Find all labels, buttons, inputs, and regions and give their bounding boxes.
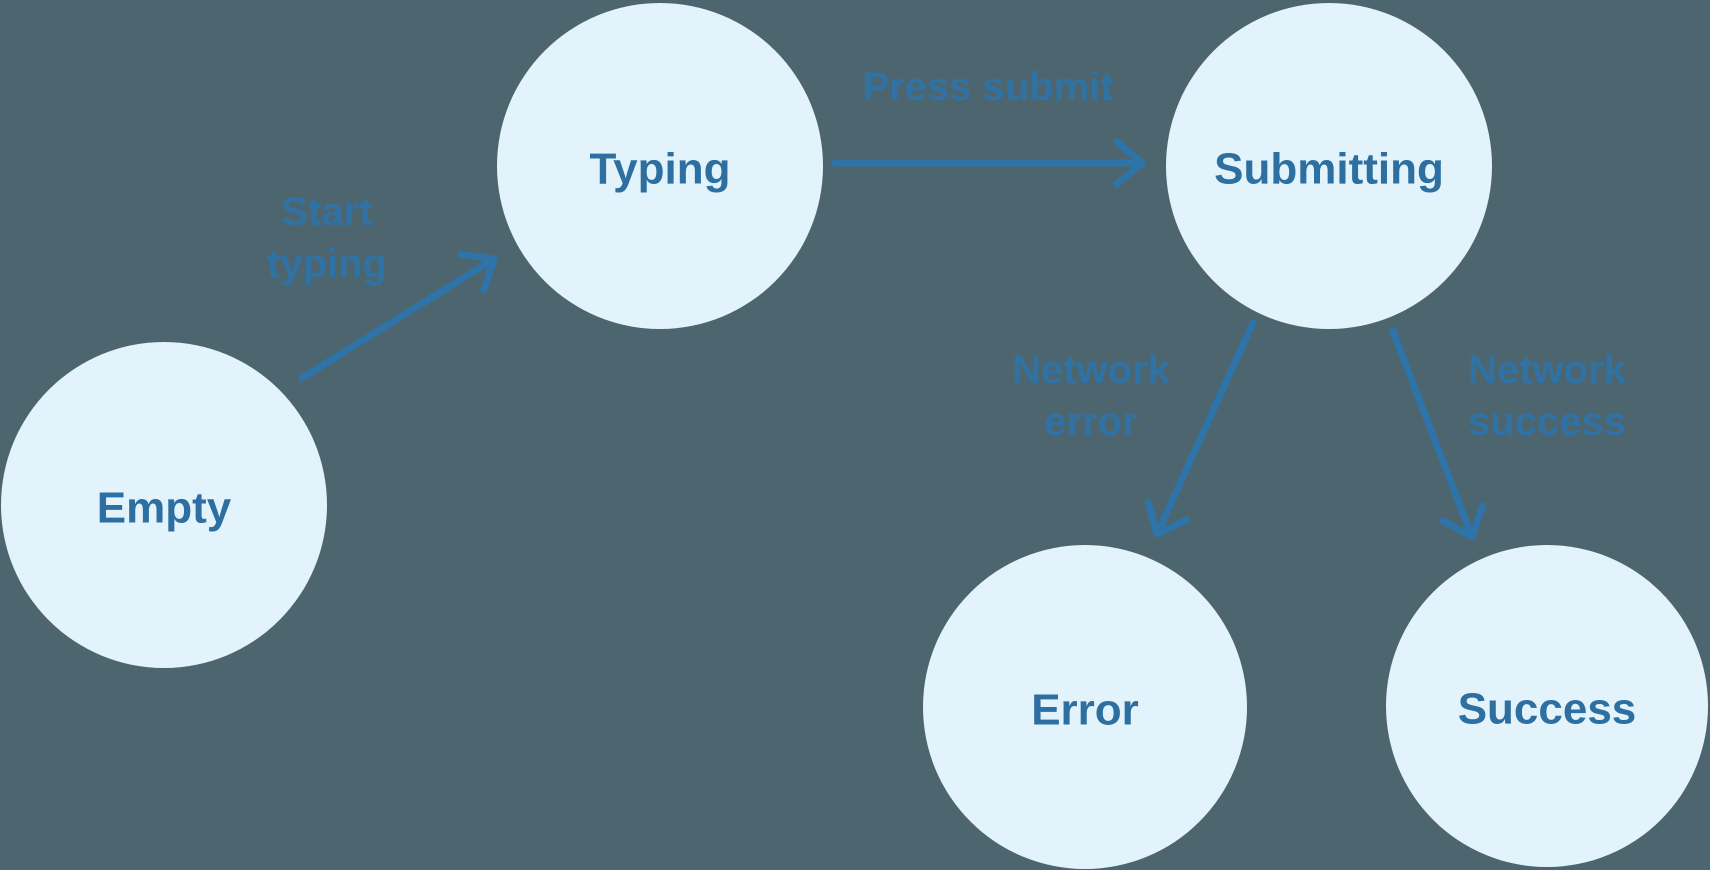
state-node-empty: Empty: [1, 342, 327, 668]
transition-arrow-start-typing: [298, 250, 498, 382]
state-label-error: Error: [1031, 686, 1139, 735]
edges-layer: [298, 138, 1487, 541]
state-circle-empty: [1, 342, 327, 668]
state-node-typing: Typing: [497, 3, 823, 329]
state-node-success: Success: [1386, 545, 1708, 867]
state-label-submitting: Submitting: [1214, 145, 1444, 194]
state-circle-submitting: [1166, 3, 1492, 329]
state-circle-typing: [497, 3, 823, 329]
transition-arrow-network-success: [1389, 327, 1487, 541]
transition-arrow-press-submit: [831, 138, 1146, 188]
state-node-submitting: Submitting: [1166, 3, 1492, 329]
state-node-error: Error: [923, 545, 1247, 869]
transition-label-press-submit: Press submit: [862, 65, 1113, 109]
state-circle-success: [1386, 545, 1708, 867]
state-label-empty: Empty: [97, 484, 232, 533]
state-circle-error: [923, 545, 1247, 869]
transition-arrow-network-error: [1144, 319, 1257, 538]
state-label-success: Success: [1458, 685, 1637, 734]
state-label-typing: Typing: [590, 145, 731, 194]
